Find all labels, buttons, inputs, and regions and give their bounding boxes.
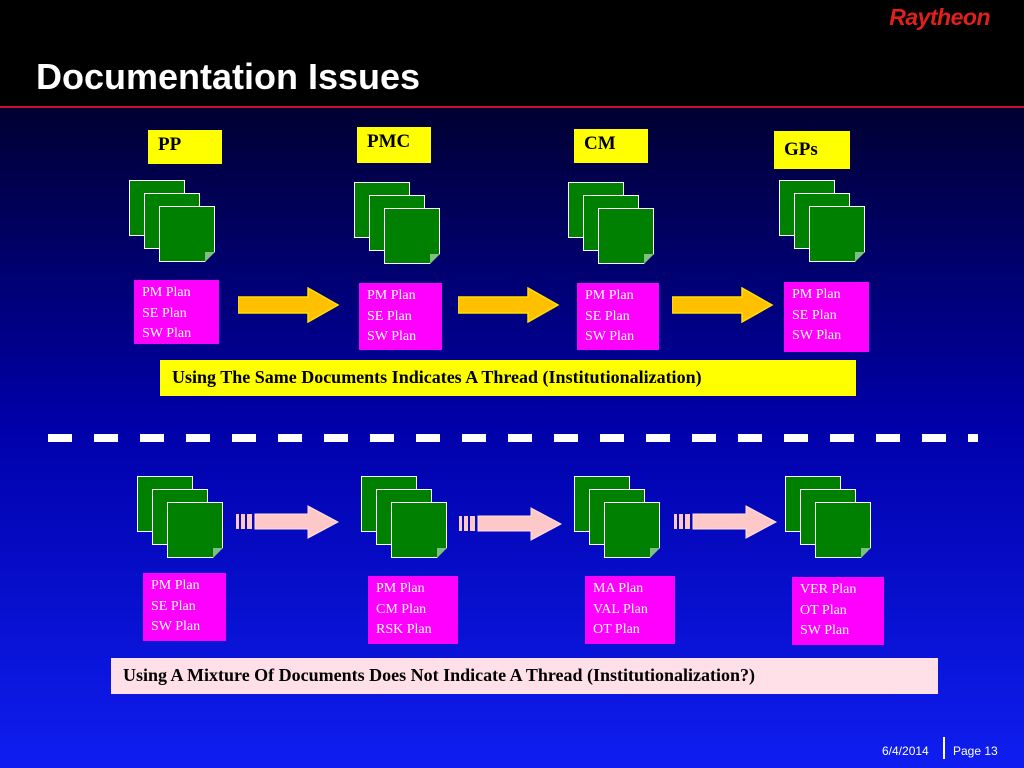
plan-item: SE Plan: [585, 308, 630, 324]
plan-item: PM Plan: [585, 288, 634, 303]
plan-item: VER Plan: [800, 582, 857, 597]
plan-item: SW Plan: [142, 326, 192, 341]
label-cm: CM: [574, 129, 648, 163]
plan-list: PM Plan SE Plan SW Plan: [143, 573, 226, 641]
document-stack-icon: [137, 476, 227, 562]
plan-item: RSK Plan: [376, 622, 432, 637]
footer-page-number: Page 13: [953, 744, 998, 758]
plan-item: SW Plan: [585, 329, 635, 344]
dashed-divider: [48, 434, 978, 442]
plan-list: PM Plan SE Plan SW Plan: [359, 283, 442, 350]
document-stack-icon: [779, 180, 869, 266]
top-banner: Using The Same Documents Indicates A Thr…: [160, 360, 856, 396]
plan-item: SW Plan: [367, 329, 417, 344]
footer-date: 6/4/2014: [882, 744, 929, 758]
title-bar: [0, 0, 1024, 106]
plan-item: MA Plan: [593, 581, 644, 596]
plan-item: SW Plan: [792, 328, 842, 343]
plan-item: OT Plan: [800, 602, 847, 618]
raytheon-logo: Raytheon: [889, 4, 990, 30]
plan-list: MA Plan VAL Plan OT Plan: [585, 576, 675, 644]
plan-list: VER Plan OT Plan SW Plan: [792, 577, 884, 645]
label-pp: PP: [148, 130, 222, 164]
arrow-right-icon: [672, 287, 774, 323]
bottom-banner: Using A Mixture Of Documents Does Not In…: [111, 658, 938, 694]
document-stack-icon: [568, 182, 658, 268]
slide-title: Documentation Issues: [36, 56, 421, 97]
label-gps: GPs: [774, 131, 850, 169]
plan-item: PM Plan: [792, 287, 841, 302]
footer-separator: [943, 737, 945, 759]
document-stack-icon: [361, 476, 451, 562]
document-stack-icon: [785, 476, 875, 562]
plan-item: CM Plan: [376, 601, 427, 617]
plan-item: PM Plan: [142, 285, 191, 300]
striped-arrow-right-icon: [674, 505, 778, 539]
plan-list: PM Plan CM Plan RSK Plan: [368, 576, 458, 644]
plan-item: PM Plan: [376, 581, 425, 596]
plan-item: SE Plan: [367, 308, 412, 324]
title-divider: [0, 106, 1024, 108]
plan-list: PM Plan SE Plan SW Plan: [577, 283, 659, 350]
plan-item: PM Plan: [151, 578, 200, 593]
plan-item: SW Plan: [151, 619, 201, 634]
plan-item: PM Plan: [367, 288, 416, 303]
plan-item: VAL Plan: [593, 601, 648, 617]
plan-list: PM Plan SE Plan SW Plan: [784, 282, 869, 352]
striped-arrow-right-icon: [236, 505, 340, 539]
plan-item: SE Plan: [792, 307, 837, 323]
document-stack-icon: [129, 180, 219, 266]
plan-item: SW Plan: [800, 623, 850, 638]
arrow-right-icon: [238, 287, 340, 323]
plan-item: SE Plan: [151, 598, 196, 614]
label-pmc: PMC: [357, 127, 431, 163]
plan-item: SE Plan: [142, 305, 187, 321]
document-stack-icon: [354, 182, 444, 268]
document-stack-icon: [574, 476, 664, 562]
arrow-right-icon: [458, 287, 560, 323]
striped-arrow-right-icon: [459, 507, 563, 541]
plan-list: PM Plan SE Plan SW Plan: [134, 280, 219, 344]
plan-item: OT Plan: [593, 622, 640, 637]
